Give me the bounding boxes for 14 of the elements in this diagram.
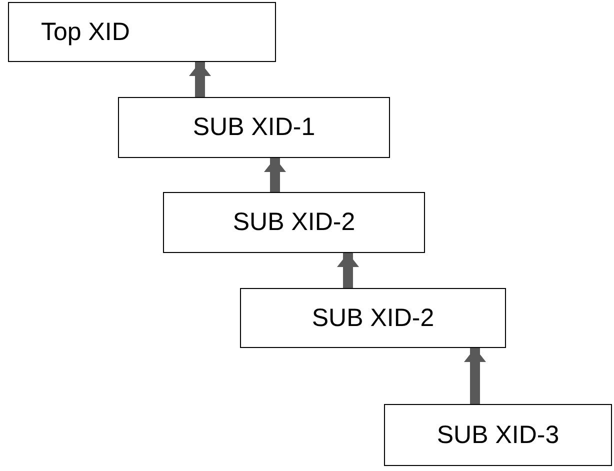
process-box [240,288,506,348]
process-box [163,192,425,253]
block-arrow [264,158,286,192]
process-box [118,97,390,158]
block-arrow [189,62,211,97]
box-label: SUB XID-3 [436,420,560,450]
block-arrow [464,348,486,404]
box-label: SUB XID-2 [312,304,434,332]
block-arrow [337,253,359,288]
process-box [384,404,612,466]
box-label: SUB XID-2 [232,208,356,237]
process-box [8,2,276,62]
box-label: SUB XID-1 [192,113,316,142]
box-label: Top XID [41,18,130,46]
